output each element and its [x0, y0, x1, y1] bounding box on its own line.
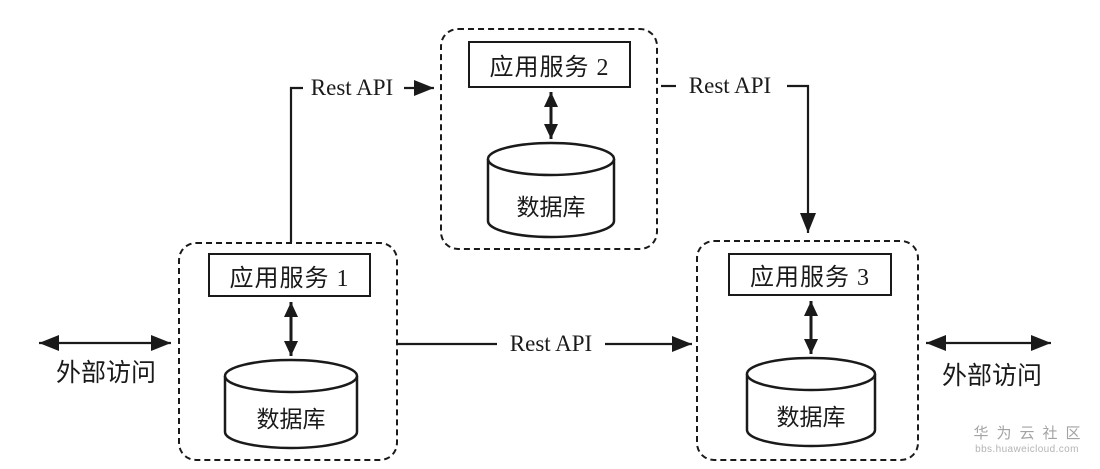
database-cylinder-1: [223, 358, 359, 450]
service-group-1: [178, 242, 398, 461]
service-box-1-label: 应用服务 1: [229, 265, 350, 292]
watermark-domain: bbs.huaweicloud.com: [975, 443, 1079, 455]
database-cylinder-2: [486, 141, 616, 239]
watermark-title: 华为云社区: [973, 425, 1089, 442]
rest-api-label-2-to-3: Rest API: [688, 73, 772, 98]
service-group-2: [440, 28, 658, 250]
database-cylinder-3: [745, 356, 877, 448]
service-box-2-label: 应用服务 2: [489, 55, 610, 81]
rest-api-label-1-to-3: Rest API: [509, 331, 593, 356]
watermark: 华为云社区 bbs.huaweicloud.com: [960, 425, 1094, 455]
external-access-right-label: 外部访问: [941, 363, 1043, 390]
service-box-3: 应用服务 3: [728, 253, 892, 296]
rest-api-label-1-to-2: Rest API: [310, 75, 394, 100]
external-access-left-label: 外部访问: [55, 360, 157, 387]
service-group-3: [696, 240, 919, 461]
rest-api-arrow-1-to-2-stem: [289, 86, 303, 242]
service-box-1: 应用服务 1: [208, 253, 371, 297]
service-box-3-label: 应用服务 3: [750, 265, 870, 291]
rest-api-arrow-2-to-3-head: [787, 84, 816, 233]
database-3-label: 数据库: [776, 405, 846, 430]
database-2-label: 数据库: [516, 195, 586, 220]
database-1-label: 数据库: [256, 407, 326, 432]
service-box-2: 应用服务 2: [468, 41, 631, 88]
